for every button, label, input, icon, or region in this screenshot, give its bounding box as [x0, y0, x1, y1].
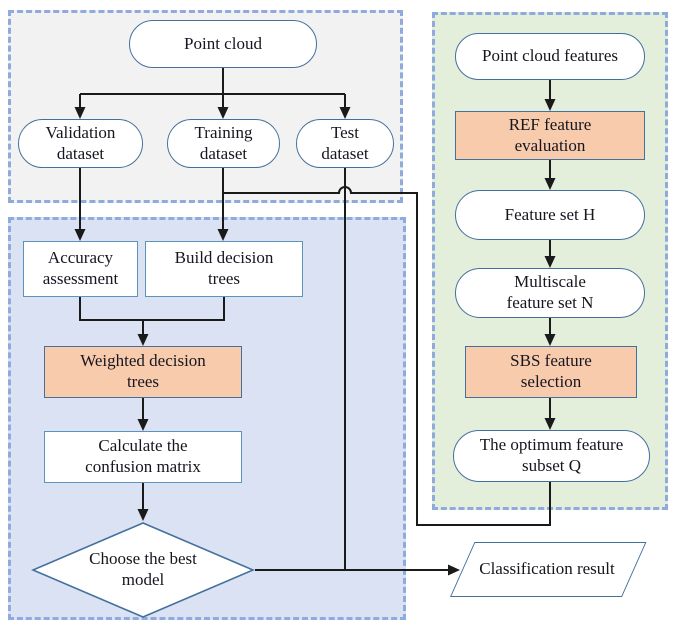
node-optimum-feature-subset-q: The optimum feature subset Q — [453, 430, 650, 482]
node-training-dataset: Training dataset — [167, 119, 280, 168]
node-ref-feature-evaluation: REF feature evaluation — [455, 111, 645, 160]
diamond-shape — [31, 522, 255, 618]
node-test-dataset: Test dataset — [296, 119, 394, 168]
node-feature-set-h: Feature set H — [455, 190, 645, 240]
node-point-cloud: Point cloud — [129, 20, 317, 68]
node-classification-result: Classification result — [479, 559, 615, 579]
node-weighted-decision-trees: Weighted decision trees — [44, 346, 242, 398]
node-point-cloud-features: Point cloud features — [455, 33, 645, 80]
diamond-label: Choose the best model — [89, 549, 197, 589]
node-calculate-confusion-matrix: Calculate the confusion matrix — [44, 431, 242, 483]
node-sbs-feature-selection: SBS feature selection — [465, 346, 637, 398]
connector-subsetq-to-training-line — [223, 186, 551, 526]
connector-merge-bar — [79, 297, 225, 321]
node-build-decision-trees: Build decision trees — [145, 241, 303, 297]
node-multiscale-feature-set-n: Multiscale feature set N — [455, 268, 645, 318]
node-validation-dataset: Validation dataset — [18, 119, 143, 168]
node-accuracy-assessment: Accuracy assessment — [23, 241, 138, 297]
node-choose-best-model: Choose the best model — [31, 522, 255, 618]
